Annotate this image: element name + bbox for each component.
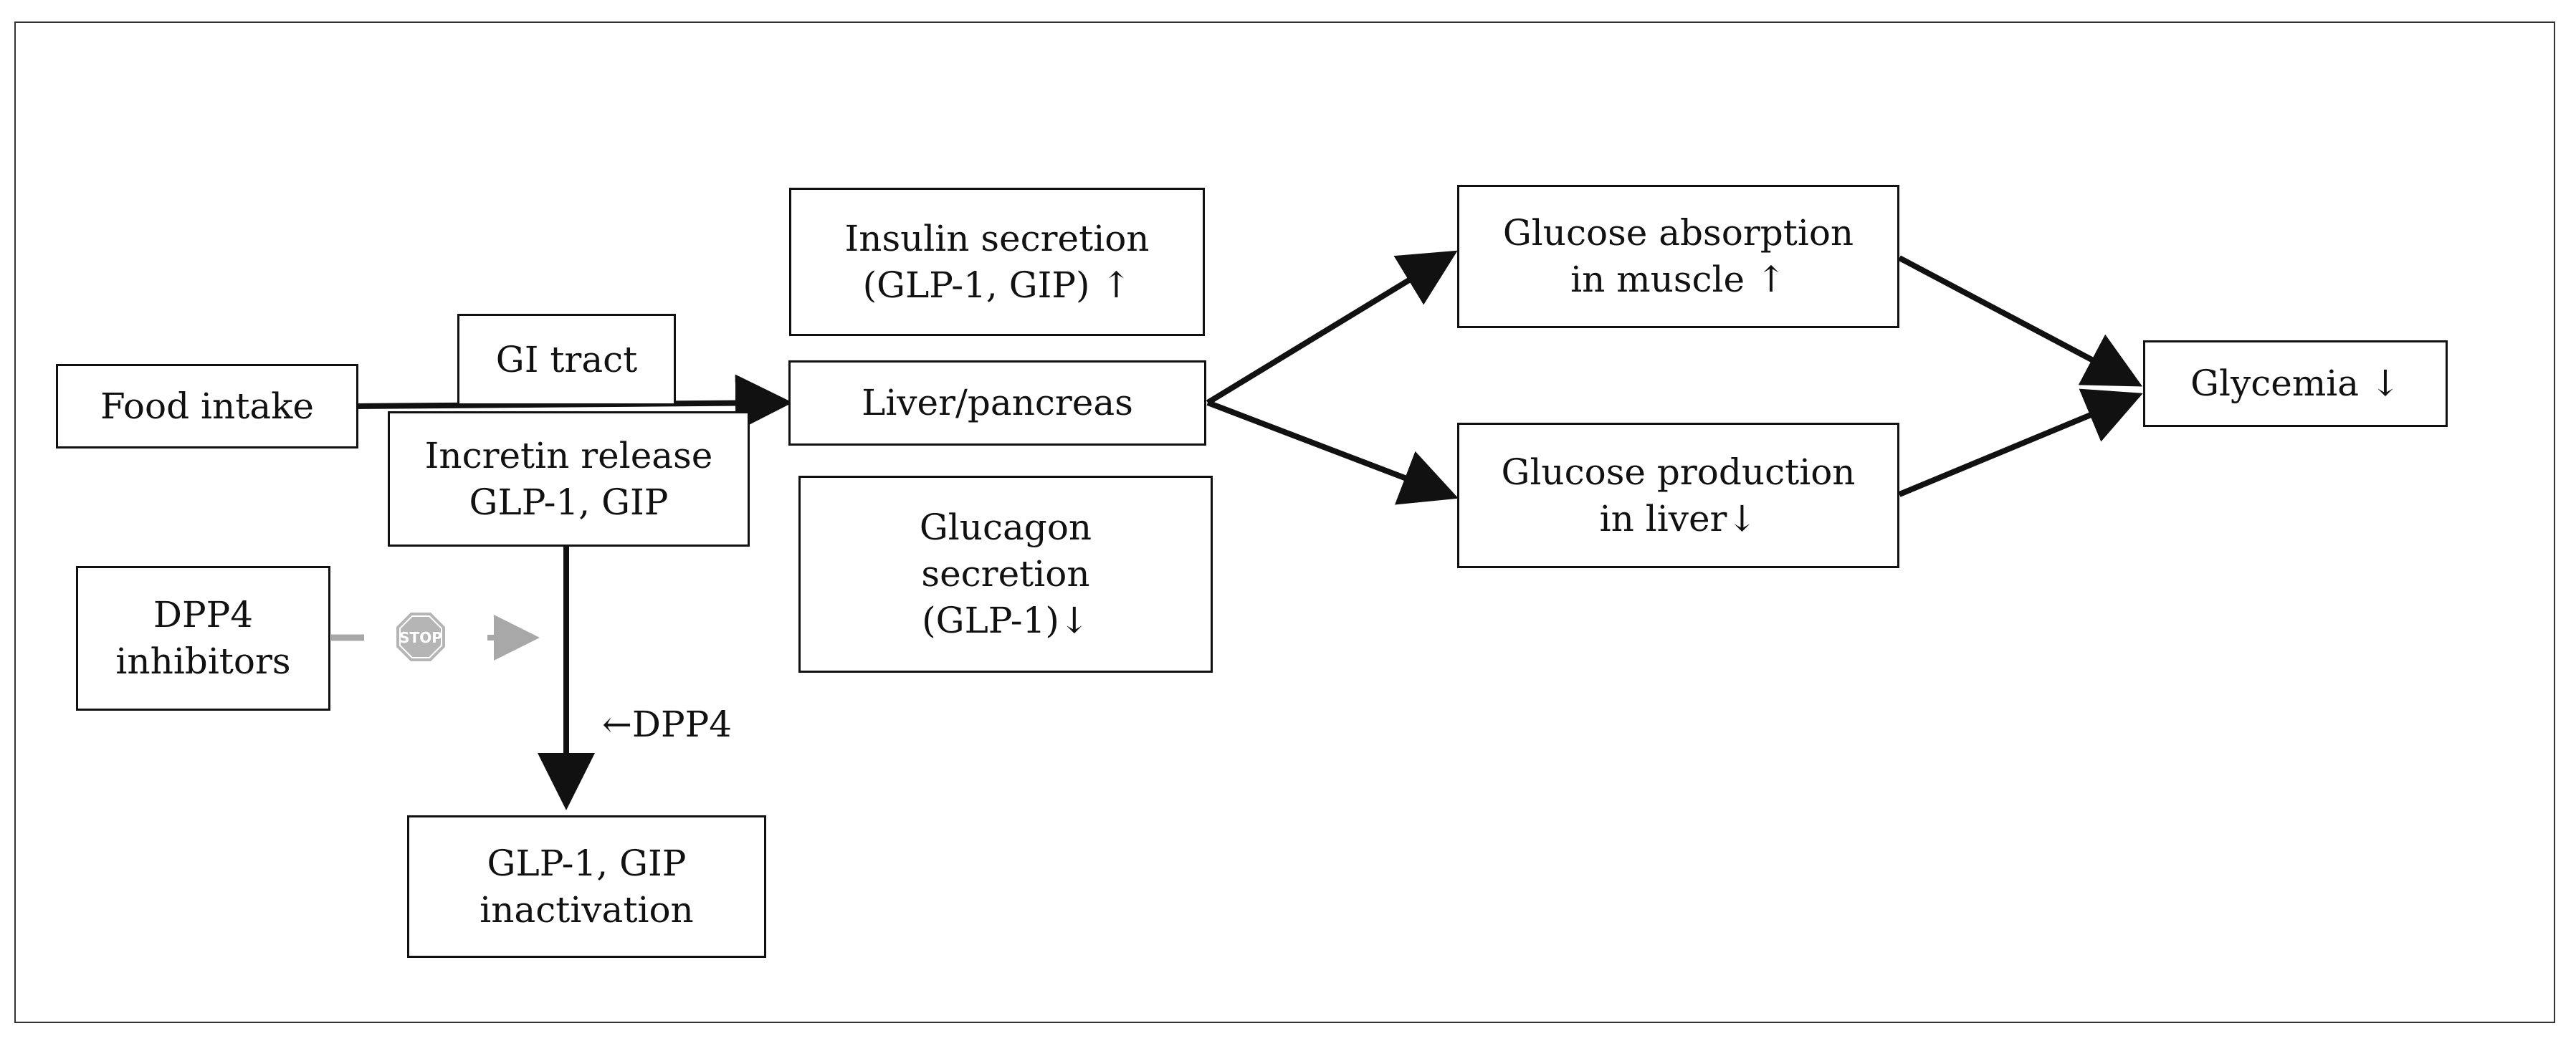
diagram-frame xyxy=(14,21,2555,1023)
stop-sign-text: STOP xyxy=(399,629,442,646)
arrow-production-to-glycemia xyxy=(1898,388,2143,497)
arrow-liver-to-production xyxy=(1206,400,1459,505)
glucose-absorption-box: Glucose absorption in muscle ↑ xyxy=(1457,185,1899,328)
glucose-production-box: Glucose production in liver↓ xyxy=(1457,423,1899,568)
stop-sign-icon: STOP xyxy=(396,613,445,661)
dpp4-inhibitors-box: DPP4 inhibitors xyxy=(76,566,330,711)
dpp4-enzyme-label: ←DPP4 xyxy=(602,704,733,745)
insulin-secretion-box: Insulin secretion (GLP-1, GIP) ↑ xyxy=(789,188,1205,336)
arrow-liver-to-absorption xyxy=(1206,250,1458,406)
arrow-absorption-to-glycemia xyxy=(1898,255,2143,387)
glucagon-secretion-box: Glucagon secretion (GLP-1)↓ xyxy=(798,476,1213,673)
incretin-release-box: Incretin release GLP-1, GIP xyxy=(388,411,750,547)
inactivation-box: GLP-1, GIP inactivation xyxy=(407,815,766,958)
food-intake-box: Food intake xyxy=(56,364,358,448)
glycemia-box: Glycemia ↓ xyxy=(2143,340,2448,427)
gi-tract-box: GI tract xyxy=(457,314,676,406)
liver-pancreas-box: Liver/pancreas xyxy=(788,360,1206,446)
